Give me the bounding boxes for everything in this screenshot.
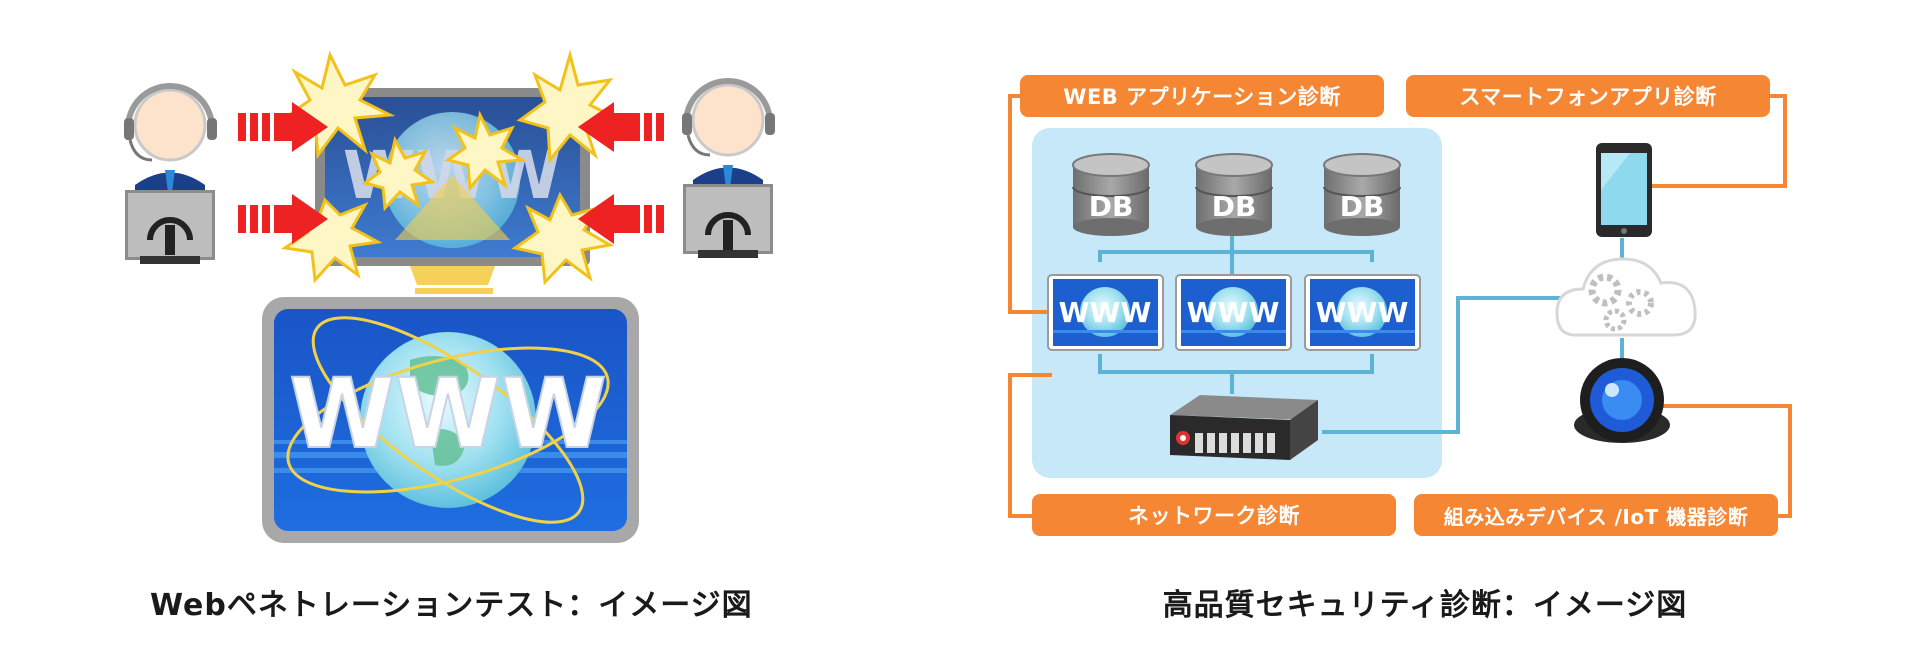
- svg-text:WWW: WWW: [1316, 296, 1409, 329]
- cloud-gear-icon: [1555, 257, 1697, 337]
- right-caption: 高品質セキュリティ診断：イメージ図: [1162, 588, 1688, 623]
- smartphone-app-diagnosis-label: スマートフォンアプリ診断: [1406, 75, 1770, 117]
- www-server-icon: WWW: [1175, 274, 1292, 351]
- operator-icon: [124, 83, 217, 264]
- svg-text:WWW: WWW: [1187, 296, 1280, 329]
- svg-text:DB: DB: [1340, 190, 1385, 223]
- web-app-diagnosis-label: WEB アプリケーション診断: [1020, 75, 1384, 117]
- arrow-icon: [238, 102, 664, 244]
- database-icon: DB: [1323, 153, 1401, 236]
- database-icon: DB: [1072, 153, 1150, 236]
- smartphone-icon: [1596, 143, 1652, 237]
- camera-icon: [1574, 358, 1670, 443]
- network-lines: [1098, 236, 1624, 434]
- www-server-icon: WWW: [1304, 274, 1421, 351]
- glow-shape: [395, 175, 510, 240]
- screen-www-text: WWW: [289, 358, 607, 470]
- router-icon: [1170, 395, 1318, 460]
- connector-lines: [1008, 94, 1792, 518]
- www-server-icon: WWW: [1047, 274, 1164, 351]
- svg-text:DB: DB: [1089, 190, 1134, 223]
- left-caption: Webペネトレーションテスト：イメージ図: [150, 588, 753, 623]
- svg-text:DB: DB: [1212, 190, 1257, 223]
- embedded-iot-diagnosis-label: 組み込みデバイス /IoT 機器診断: [1414, 494, 1778, 536]
- svg-text:WWW: WWW: [1059, 296, 1152, 329]
- www-screen: WWW: [262, 297, 639, 543]
- network-diagnosis-label: ネットワーク診断: [1032, 494, 1396, 536]
- operator-icon: [682, 78, 775, 258]
- database-icon: DB: [1195, 153, 1273, 236]
